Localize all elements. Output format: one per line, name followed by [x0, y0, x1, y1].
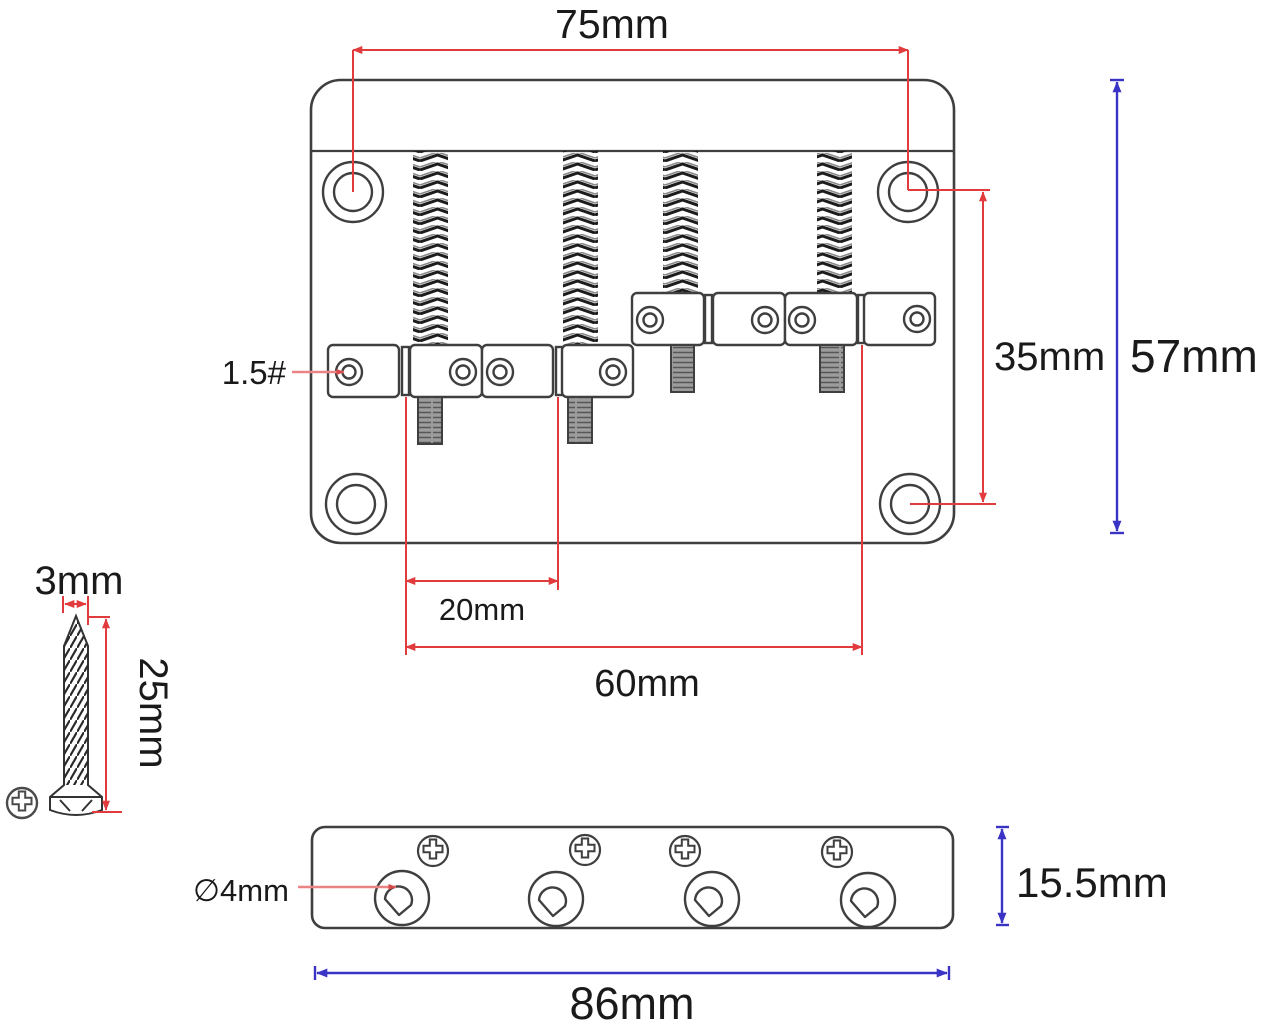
phillips-head-icon [5, 786, 39, 820]
phillips-screw-heads [416, 833, 854, 869]
dim-86mm-lines [313, 966, 951, 980]
intonation-spring-1 [413, 151, 448, 345]
side-plate [310, 825, 955, 930]
screw-head-slot [59, 799, 71, 812]
string-hole [527, 870, 585, 928]
dim-75mm-lines [352, 46, 909, 192]
bridge-top-view [309, 78, 956, 545]
string-hole [683, 870, 741, 928]
mounting-hole-bottom-left [324, 472, 388, 536]
saddle-row-upper [630, 291, 937, 347]
dim-86mm-label: 86mm [569, 978, 694, 1029]
dim-20mm-lines [405, 397, 559, 655]
saddle-spacer [703, 293, 714, 345]
intonation-stud [417, 396, 443, 445]
phillips-screw-head [668, 834, 702, 868]
dim-57mm-lines [1110, 78, 1124, 535]
screw-head-slot [81, 799, 93, 812]
dim-3mm-lines [62, 596, 110, 625]
string-holes [373, 869, 897, 929]
dim-15-5mm-label: 15.5mm [1016, 859, 1168, 906]
intonation-spring-2 [563, 151, 598, 345]
mounting-screw-view [5, 596, 122, 820]
red-dimensions [292, 46, 996, 655]
dim-35mm-lines [908, 189, 996, 505]
dim-60mm-label: 60mm [594, 663, 700, 705]
phillips-screw-head [416, 834, 450, 868]
dim-25mm-label: 25mm [131, 657, 175, 768]
phillips-screw-head [568, 833, 602, 867]
intonation-spring-3 [663, 151, 698, 293]
dim-20mm-label: 20mm [439, 592, 525, 627]
phillips-screw-head [820, 835, 854, 869]
saddle-spacer [400, 345, 411, 397]
dim-35mm-label: 35mm [994, 335, 1105, 379]
saddle-row-lower [326, 343, 635, 399]
intonation-stud [819, 344, 845, 393]
intonation-stud [670, 344, 695, 393]
dim-15-5mm-lines [996, 825, 1009, 927]
screw-shaft-threads [64, 646, 88, 785]
dim-60mm-lines [405, 345, 863, 655]
string-hole [839, 871, 897, 929]
intonation-studs [417, 344, 845, 445]
screw-tip [64, 617, 88, 648]
string-hole-diameter-label: ∅4mm [193, 873, 289, 908]
string-hole [373, 869, 431, 927]
bridge-side-view [298, 825, 1009, 980]
dim-75mm-label: 75mm [555, 1, 669, 47]
intonation-spring-4 [817, 151, 852, 293]
dim-3mm-label: 3mm [35, 559, 124, 603]
dim-57mm-label: 57mm [1130, 330, 1258, 382]
intonation-stud [567, 396, 593, 444]
wrench-size-label: 1.5# [222, 354, 287, 391]
dim-25mm-lines [92, 618, 122, 813]
